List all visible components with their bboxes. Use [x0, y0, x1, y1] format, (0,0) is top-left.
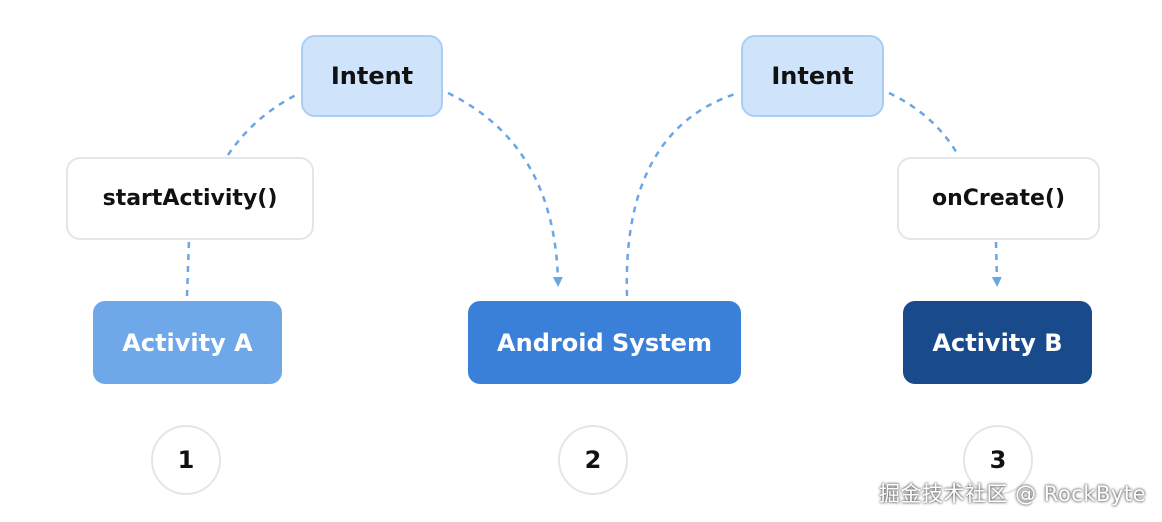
- step-number-1: 1: [177, 446, 195, 474]
- connector-system-to-intent: [625, 91, 739, 297]
- activity-b-node: Activity B: [903, 301, 1092, 384]
- intent-node-left: Intent: [301, 35, 443, 117]
- watermark-text: 掘金技术社区 @ RockByte: [878, 482, 1146, 506]
- arrow-oncreate-to-activity-b: [991, 241, 1002, 287]
- android-system-label: Android System: [497, 328, 712, 357]
- start-activity-label: startActivity(): [102, 186, 278, 211]
- on-create-node: onCreate(): [897, 157, 1100, 240]
- step-badge-3: 3: [963, 425, 1033, 495]
- step-badge-2: 2: [558, 425, 628, 495]
- intent-label-right: Intent: [771, 62, 854, 90]
- on-create-label: onCreate(): [931, 186, 1066, 211]
- step-badge-1: 1: [151, 425, 221, 495]
- activity-a-node: Activity A: [93, 301, 282, 384]
- activity-b-label: Activity B: [932, 328, 1063, 357]
- connector-activity-a-to-start: [185, 239, 191, 297]
- android-system-node: Android System: [468, 301, 741, 384]
- intent-node-right: Intent: [741, 35, 884, 117]
- activity-a-label: Activity A: [122, 328, 253, 357]
- arrow-intent-to-system: [447, 91, 563, 287]
- start-activity-node: startActivity(): [66, 157, 314, 240]
- step-number-2: 2: [584, 446, 602, 474]
- connector-intent-to-oncreate: [888, 91, 960, 156]
- intent-label-left: Intent: [330, 62, 414, 90]
- step-number-3: 3: [989, 446, 1007, 474]
- connector-start-to-intent: [226, 91, 301, 156]
